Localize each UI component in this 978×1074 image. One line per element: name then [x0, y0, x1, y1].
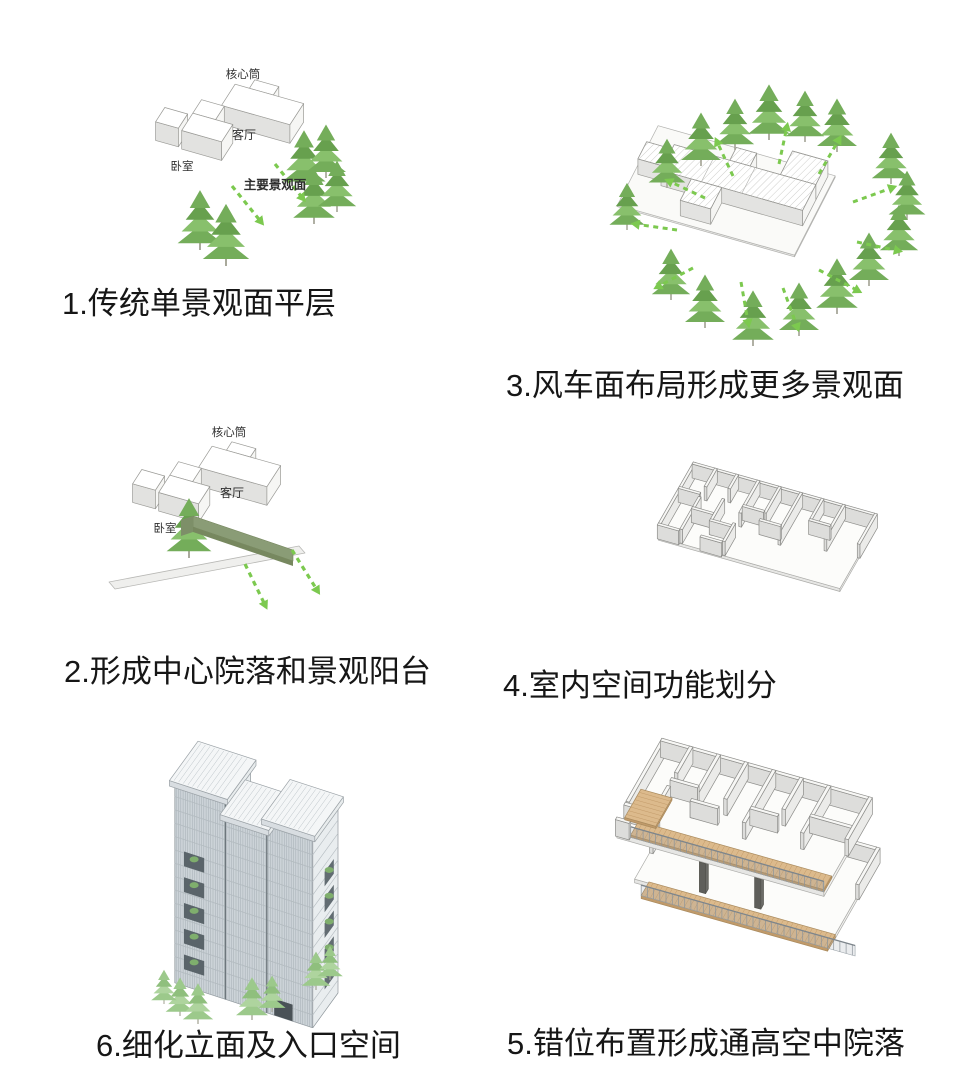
- figure-6-axon-facade: [80, 728, 380, 1028]
- upper-level: [615, 737, 873, 897]
- building-massing: [132, 441, 281, 523]
- label-core-tube: 核心筒: [212, 425, 247, 439]
- figure-2-caption: 2.形成中心院落和景观阳台: [64, 654, 431, 689]
- view-arrow: [856, 240, 903, 255]
- building-massing: [155, 79, 304, 161]
- tree-icon: [651, 248, 691, 300]
- view-arrow: [243, 563, 268, 610]
- view-arrow: [630, 219, 678, 232]
- tree-icon: [681, 112, 721, 166]
- view-arrow: [664, 178, 706, 200]
- view-arrow: [852, 184, 898, 204]
- trees: [151, 945, 343, 1024]
- view-arrow: [818, 268, 863, 294]
- tree-icon: [202, 203, 250, 266]
- terrace: [108, 515, 306, 590]
- label-living-room: 客厅: [220, 485, 244, 500]
- label-main-view-face: 主要景观面: [244, 177, 307, 192]
- figure-6-caption: 6.细化立面及入口空间: [96, 1028, 401, 1063]
- axon-diagram-5: [615, 737, 881, 957]
- axon-diagram-6: [151, 740, 344, 1028]
- view-arrow: [273, 162, 306, 203]
- tree-icon: [317, 945, 343, 980]
- interior-walls: [656, 461, 878, 592]
- trees: [609, 84, 926, 346]
- tree-icon: [151, 969, 177, 1004]
- roof: [169, 740, 344, 843]
- tree-icon: [817, 98, 857, 152]
- label-living-room: 客厅: [232, 127, 256, 142]
- tree-icon: [258, 975, 286, 1012]
- tree-icon: [317, 160, 357, 212]
- tree-icon: [715, 98, 755, 150]
- view-arrow: [714, 137, 735, 177]
- trees: [177, 124, 357, 266]
- tree-icon: [685, 274, 725, 328]
- tree-icon: [732, 290, 774, 346]
- figure-5-axon-stacked-courtyard: [545, 730, 955, 1020]
- tree-icon: [785, 90, 825, 142]
- view-arrow: [230, 184, 265, 226]
- tree-icon: [648, 138, 686, 188]
- view-arrows: [243, 549, 321, 610]
- figure-5-caption: 5.错位布置形成通高空中院落: [507, 1026, 905, 1061]
- view-arrow: [653, 266, 694, 290]
- tree-icon: [165, 977, 195, 1016]
- tree-icon: [182, 983, 214, 1024]
- building-massing: [617, 125, 836, 258]
- figure-2-axon-courtyard-balcony: 核心筒客厅卧室: [95, 400, 375, 640]
- view-arrows: [630, 121, 903, 333]
- view-arrow: [817, 135, 842, 175]
- axon-diagram-3: [609, 84, 926, 346]
- view-arrow: [290, 549, 321, 595]
- figure-4-axon-interior-partitions: [590, 420, 940, 660]
- label-bedroom: 卧室: [154, 521, 177, 535]
- tree-icon: [177, 190, 223, 250]
- figure-1-axon-single-view: 核心筒客厅卧室主要景观面: [118, 38, 390, 290]
- tree-icon: [816, 258, 858, 314]
- tree-icon: [748, 84, 790, 140]
- view-arrow: [739, 281, 753, 329]
- figure-3-axon-pinwheel-views: [555, 80, 945, 370]
- figure-1-caption: 1.传统单景观面平层: [62, 286, 336, 321]
- view-arrows: [230, 162, 306, 226]
- axon-diagram-4: [656, 461, 878, 592]
- tree-icon: [849, 232, 889, 286]
- figure-3-caption: 3.风车面布局形成更多景观面: [506, 368, 904, 403]
- view-arrow: [781, 287, 801, 333]
- tree-icon: [609, 182, 645, 230]
- view-arrow: [777, 121, 791, 165]
- tree-icon: [871, 132, 911, 184]
- label-core-tube: 核心筒: [226, 67, 261, 81]
- tree-icon: [236, 977, 268, 1020]
- figure-4-caption: 4.室内空间功能划分: [503, 668, 777, 703]
- label-bedroom: 卧室: [171, 159, 194, 173]
